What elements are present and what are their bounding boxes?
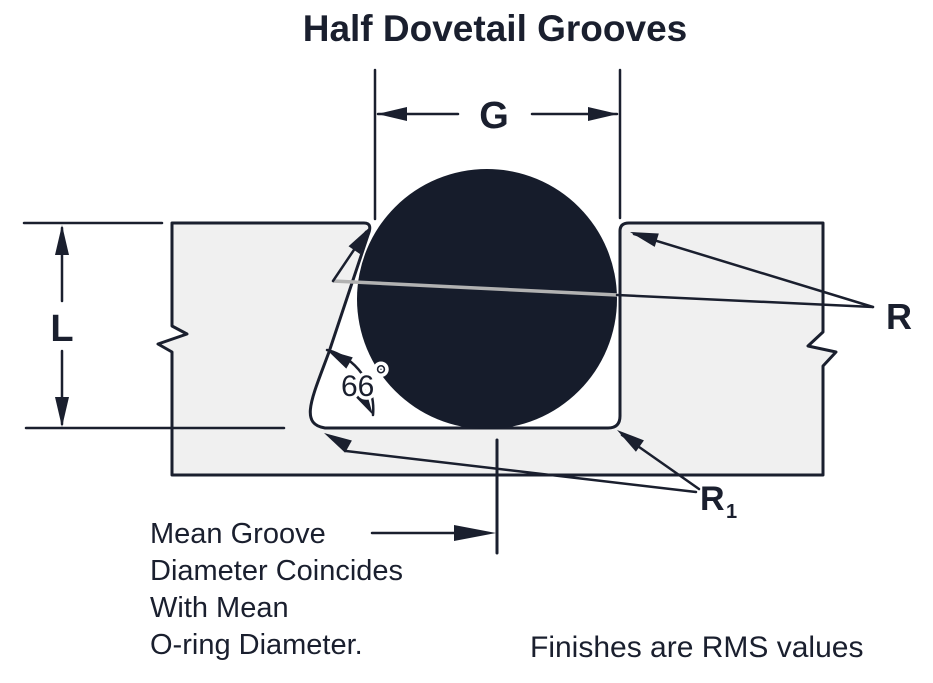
r1-arrowhead-left-icon (324, 433, 352, 453)
r-leader-to-topright (632, 232, 875, 309)
r-leader-right-segment (615, 293, 875, 309)
finishes-note: Finishes are RMS values (530, 631, 863, 664)
mean-groove-note-line3: With Mean (150, 592, 289, 624)
material-block (156, 221, 838, 477)
r1-radius-subscript: 1 (726, 501, 737, 523)
r1-leader-left (344, 449, 698, 494)
r1-arrowhead-right-icon (617, 430, 644, 452)
g-arrowhead-left-icon (377, 107, 407, 121)
l-arrowhead-up-icon (55, 225, 69, 255)
r-arrowhead-topleft-icon (348, 227, 370, 255)
angle-arrowhead-lower-icon (354, 389, 373, 415)
degree-symbol: ° (375, 360, 387, 393)
r-radius-label: R (886, 296, 912, 337)
r-arrowhead-topright-icon (630, 232, 659, 247)
l-arrowhead-down-icon (55, 397, 69, 427)
angle-value-label: 66 (341, 370, 374, 403)
page-title: Half Dovetail Grooves (303, 8, 688, 49)
g-dimension-label: G (479, 95, 509, 137)
r-leader-over-oring (332, 279, 618, 297)
o-ring-cross-section (357, 169, 617, 429)
l-dimension-label: L (50, 308, 73, 350)
mean-groove-arrowhead-icon (454, 525, 496, 541)
g-arrowhead-right-icon (588, 107, 618, 121)
mean-groove-note-line2: Diameter Coincides (150, 555, 403, 587)
r1-radius-label: R (700, 480, 725, 518)
mean-groove-note-line4: O-ring Diameter. (150, 629, 363, 661)
angle-arrowhead-upper-icon (327, 350, 353, 369)
mean-groove-note-line1: Mean Groove (150, 518, 326, 550)
